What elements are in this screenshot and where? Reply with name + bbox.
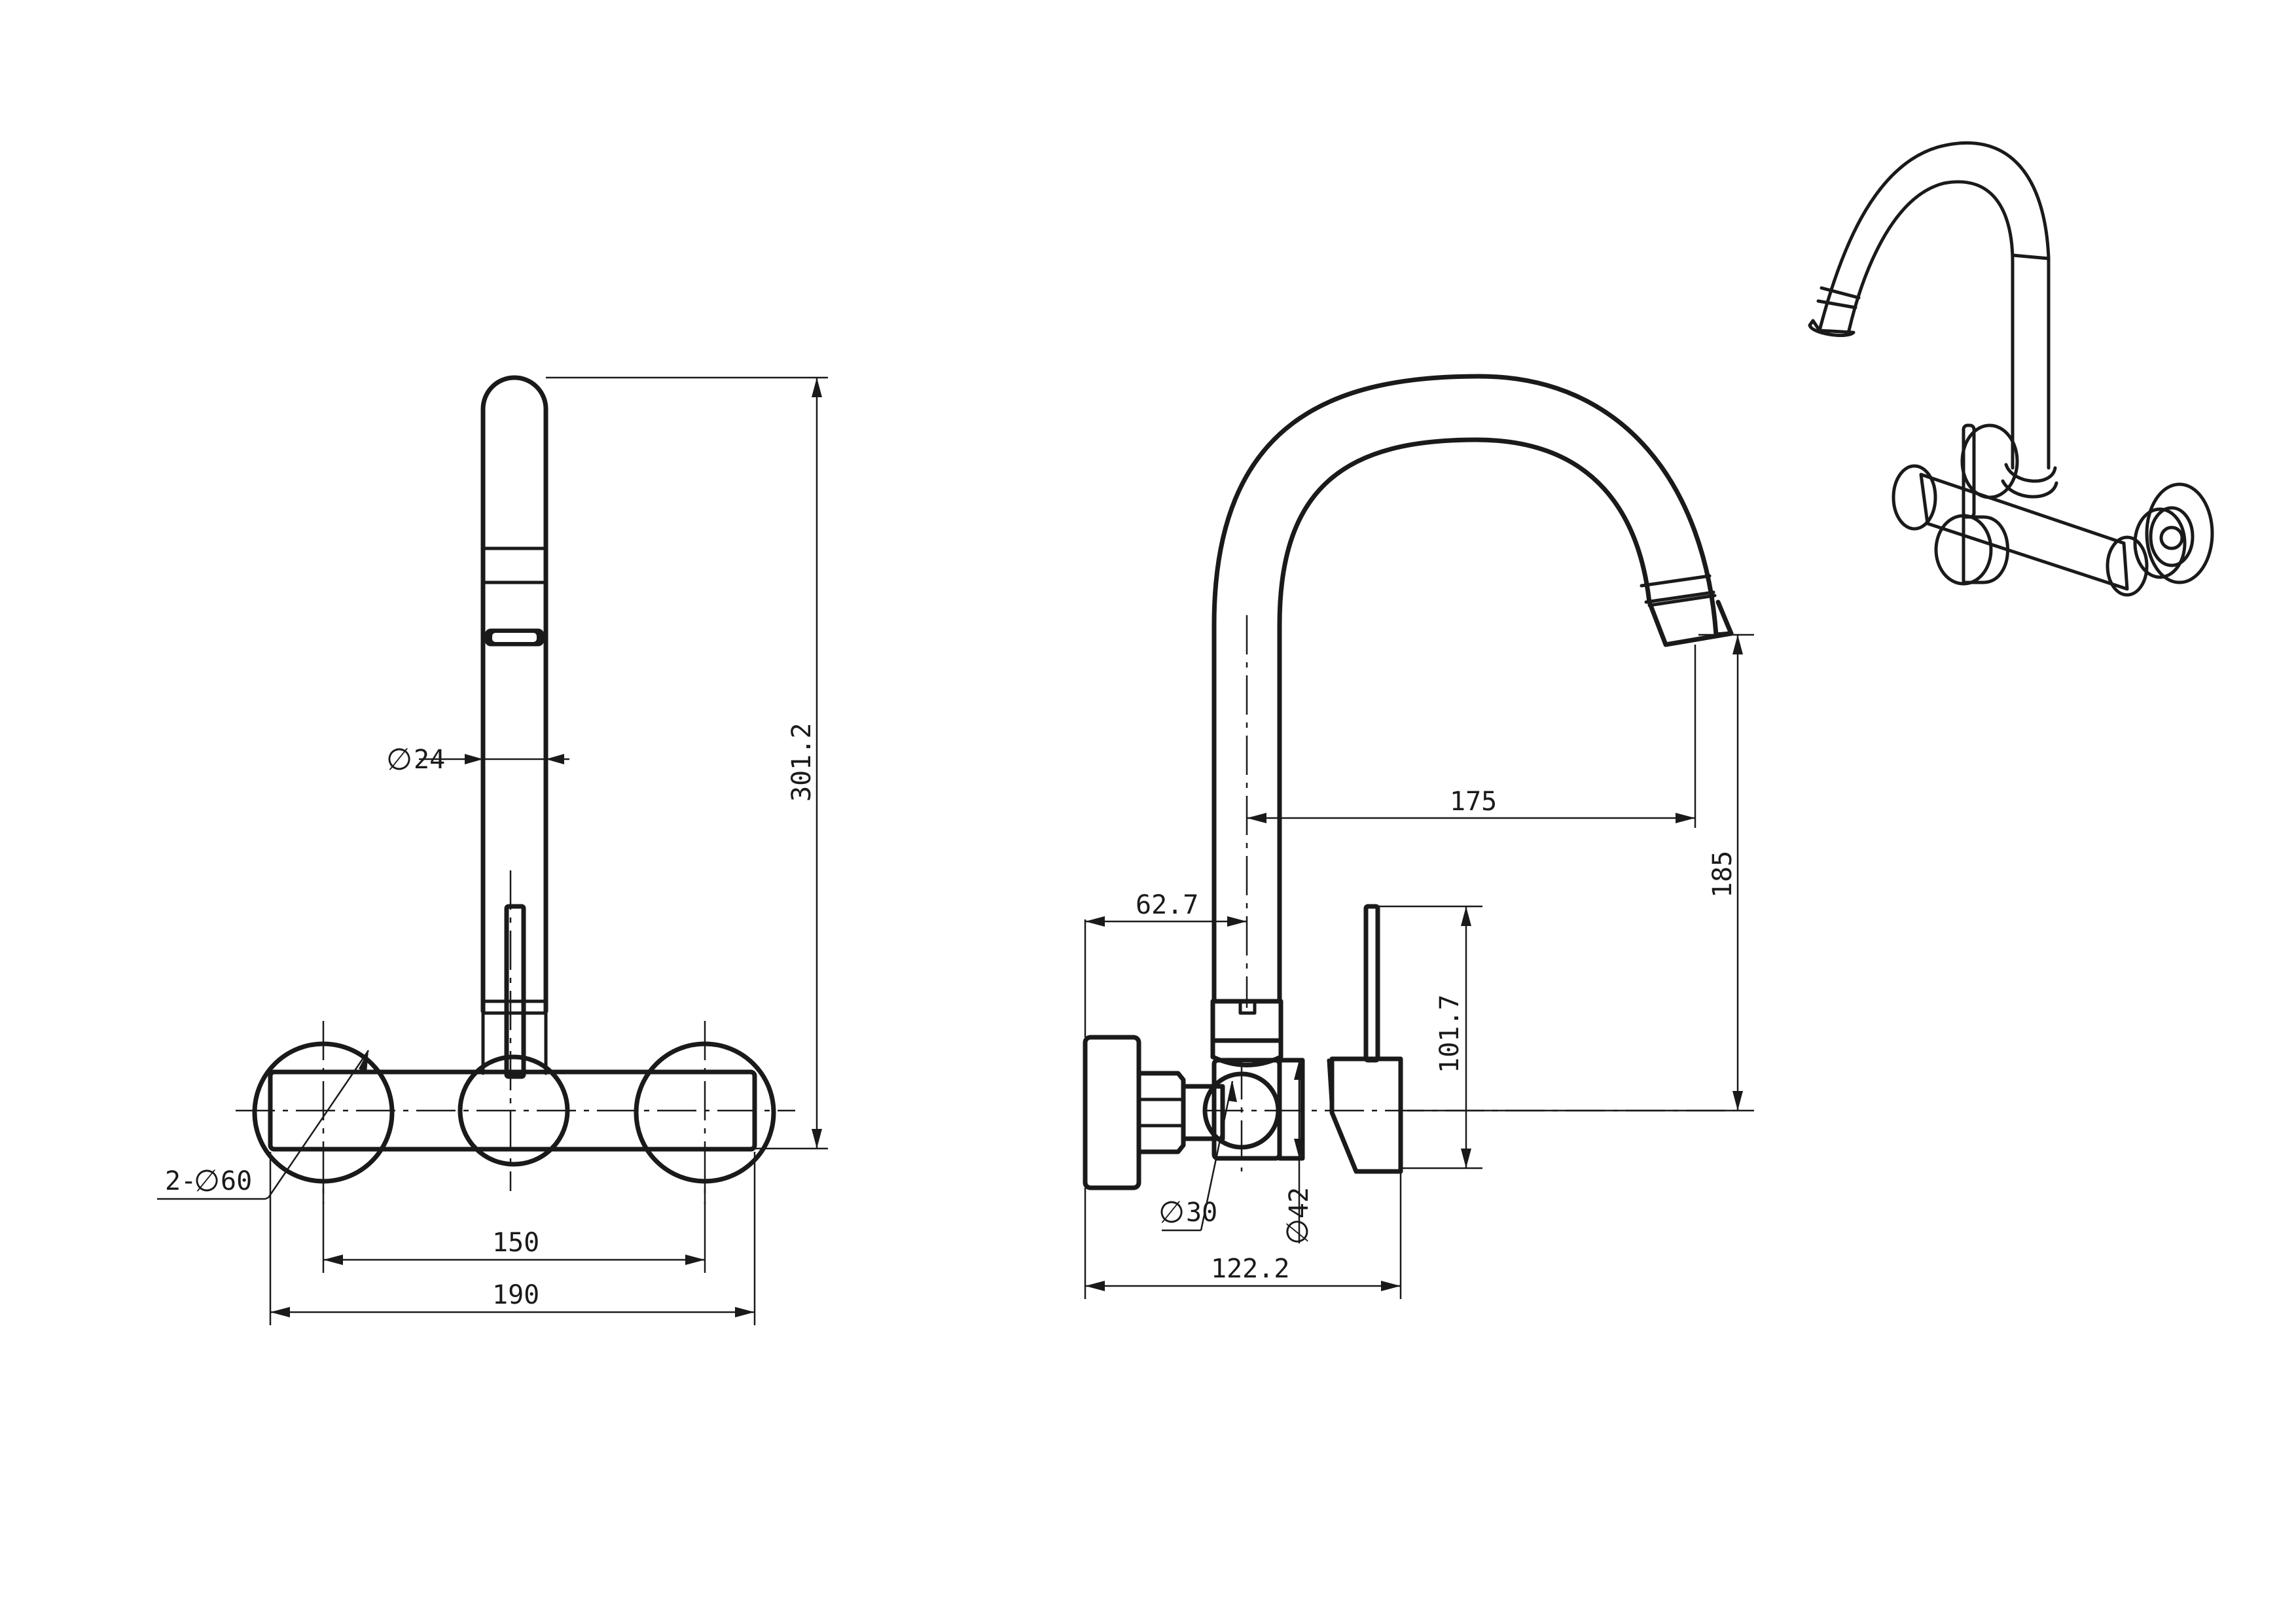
dim-spout-reach: 175 xyxy=(1450,787,1497,817)
side-handle-block xyxy=(1329,1056,1403,1174)
side-wall-flange xyxy=(1083,1035,1141,1190)
front-handle-lever xyxy=(504,904,526,1079)
dim-spout-diameter: 24 xyxy=(414,745,445,775)
dim-wall-offset: 62.7 xyxy=(1136,890,1198,920)
dim-connector-diameter: 30 xyxy=(1186,1198,1217,1228)
dim-connector-symbol: ∅ xyxy=(1158,1194,1185,1230)
side-hex-nut xyxy=(1136,1071,1186,1154)
dim-body-diameter: 42 xyxy=(1284,1187,1314,1219)
dim-body-symbol: ∅ xyxy=(1280,1219,1315,1245)
dim-spout-diameter-symbol: ∅ xyxy=(386,741,412,777)
side-gooseneck-spout xyxy=(1211,374,1719,1004)
dim-total-height: 301.2 xyxy=(787,723,817,802)
dim-flange-diameter: 60 xyxy=(221,1166,252,1196)
iso-right-flange xyxy=(2145,482,2214,584)
dim-center-distance: 150 xyxy=(492,1228,539,1258)
side-handle-lever xyxy=(1363,904,1380,1063)
front-view: ∅ 24 301.2 2- ∅ 60 150 190 xyxy=(157,375,828,1325)
dim-flange-symbol: ∅ xyxy=(194,1163,220,1198)
dim-overall-width: 190 xyxy=(492,1280,539,1310)
dim-overall-depth: 122.2 xyxy=(1211,1254,1289,1284)
dim-flange-prefix: 2- xyxy=(165,1166,196,1196)
dim-handle-height: 101.7 xyxy=(1435,995,1465,1073)
dim-spout-height: 185 xyxy=(1708,851,1738,898)
iso-center-body xyxy=(1962,515,2009,584)
iso-gooseneck xyxy=(1818,141,2051,470)
iso-body-bar xyxy=(1919,473,2129,591)
front-spout xyxy=(480,375,548,1014)
side-view: 175 185 62.7 101.7 ∅ 30 ∅ 42 xyxy=(1083,374,1754,1299)
isometric-view xyxy=(1808,141,2214,597)
